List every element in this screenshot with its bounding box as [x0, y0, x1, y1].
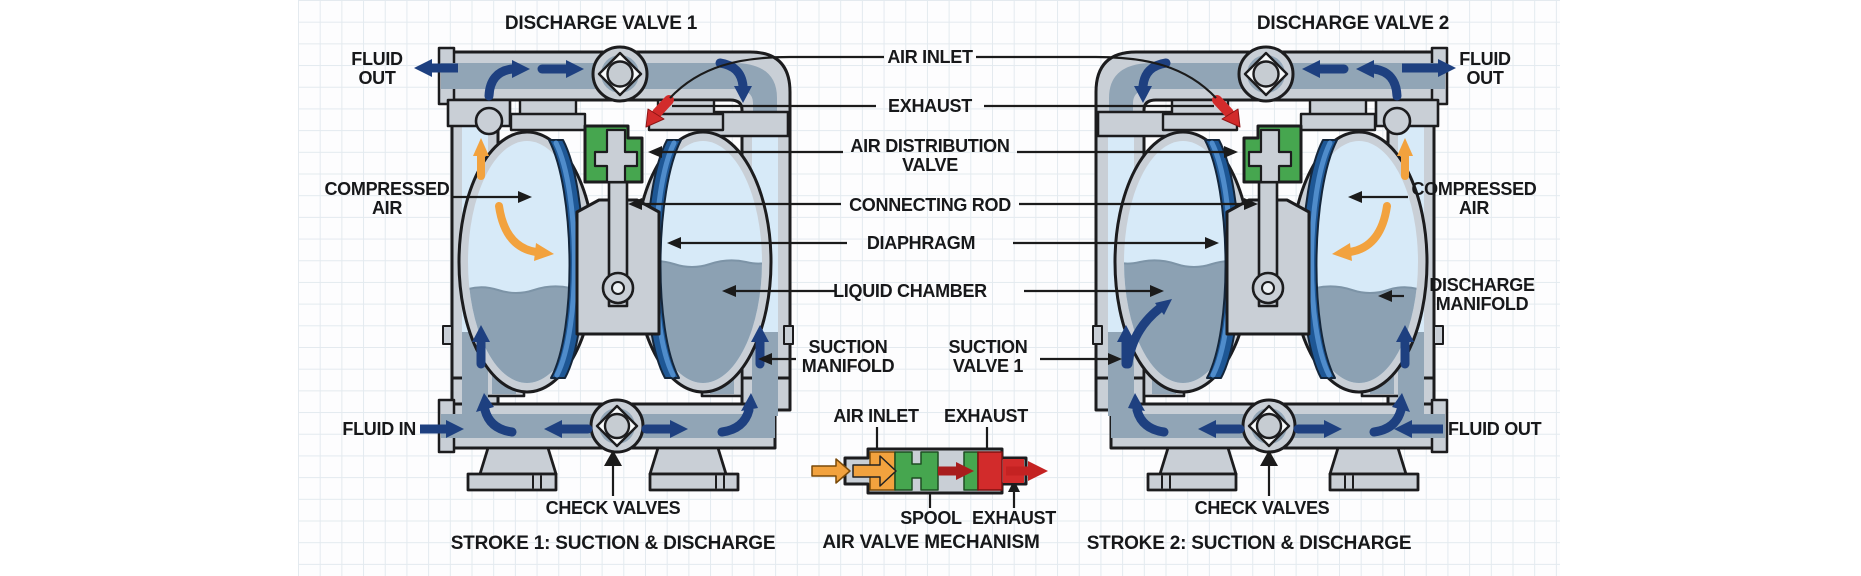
label-diaphragm: DIAPHRAGM	[866, 233, 976, 253]
label-connecting-rod: CONNECTING ROD	[849, 195, 1011, 215]
air-valve-mechanism	[811, 447, 1048, 495]
label-discharge-manifold: DISCHARGE MANIFOLD	[1429, 275, 1535, 315]
label-check-valves-right: CHECK VALVES	[1194, 498, 1330, 518]
label-air-distribution-valve: AIR DISTRIBUTION VALVE	[850, 136, 1010, 176]
suction-flow-arrow-right-pump	[1123, 299, 1172, 369]
label-fluid-out-top-left: FLUID OUT	[351, 49, 403, 89]
label-compressed-air-left: COMPRESSED AIR	[324, 179, 450, 219]
caption-stroke-1: STROKE 1: SUCTION & DISCHARGE	[450, 533, 776, 554]
label-discharge-valve-2: DISCHARGE VALVE 2	[1256, 13, 1450, 34]
label-av-spool: SPOOL	[900, 508, 962, 528]
label-compressed-air-right: COMPRESSED AIR	[1411, 179, 1537, 219]
label-air-inlet: AIR INLET	[887, 47, 973, 67]
fluid-label-arrows	[414, 59, 1456, 438]
caption-air-valve-mechanism: AIR VALVE MECHANISM	[822, 532, 1040, 553]
exhaust-port	[977, 451, 1003, 491]
label-suction-manifold: SUCTION MANIFOLD	[801, 337, 895, 377]
pump-stroke-1	[439, 47, 793, 490]
label-av-exhaust-top: EXHAUST	[944, 406, 1028, 426]
leader-lines	[452, 55, 1408, 508]
label-fluid-out-top-right: FLUID OUT	[1459, 49, 1511, 89]
label-check-valves-left: CHECK VALVES	[545, 498, 681, 518]
label-discharge-valve-1: DISCHARGE VALVE 1	[504, 13, 698, 34]
label-liquid-chamber: LIQUID CHAMBER	[833, 281, 987, 301]
label-exhaust: EXHAUST	[888, 96, 972, 116]
label-av-exhaust-bottom: EXHAUST	[972, 508, 1056, 528]
label-av-air-inlet: AIR INLET	[833, 406, 919, 426]
label-suction-valve-1: SUCTION VALVE 1	[948, 337, 1028, 377]
label-fluid-in: FLUID IN	[342, 419, 416, 439]
pump-stroke-2	[1093, 47, 1447, 490]
spool-green	[894, 451, 939, 491]
label-fluid-out-bottom-right: FLUID OUT	[1448, 419, 1542, 439]
caption-stroke-2: STROKE 2: SUCTION & DISCHARGE	[1086, 533, 1412, 554]
